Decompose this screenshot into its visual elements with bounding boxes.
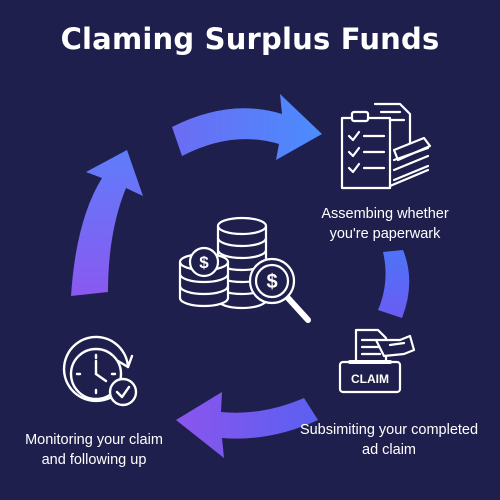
claim-box-icon xyxy=(338,328,416,394)
arrow-top xyxy=(172,94,322,160)
magnifier-dollar-sign: $ xyxy=(266,271,277,293)
claim-box-text: CLAIM xyxy=(351,372,389,386)
step-label-assembling: Assembing whether you're paperwark xyxy=(300,204,470,244)
step-label-monitoring: Monitoring your claim and following up xyxy=(14,430,174,470)
arrow-right-arc xyxy=(378,250,410,318)
clock-check-icon xyxy=(62,335,138,407)
step-label-line: you're paperwark xyxy=(329,226,441,242)
step-label-line: Monitoring your claim xyxy=(25,432,163,448)
step-label-line: Assembing whether xyxy=(321,206,449,222)
step-label-line: ad claim xyxy=(362,442,416,458)
coins-magnifier-icon xyxy=(178,216,311,323)
arrow-bottom xyxy=(176,392,318,458)
page-title: Claming Surplus Funds xyxy=(60,22,440,56)
documents-icon xyxy=(340,102,432,190)
step-label-submitting: Subsimiting your completed ad claim xyxy=(296,420,482,460)
coin-dollar-sign: $ xyxy=(199,253,209,272)
step-label-line: and following up xyxy=(41,452,147,468)
step-label-line: Subsimiting your completed xyxy=(299,422,479,438)
arrow-left xyxy=(71,150,143,296)
